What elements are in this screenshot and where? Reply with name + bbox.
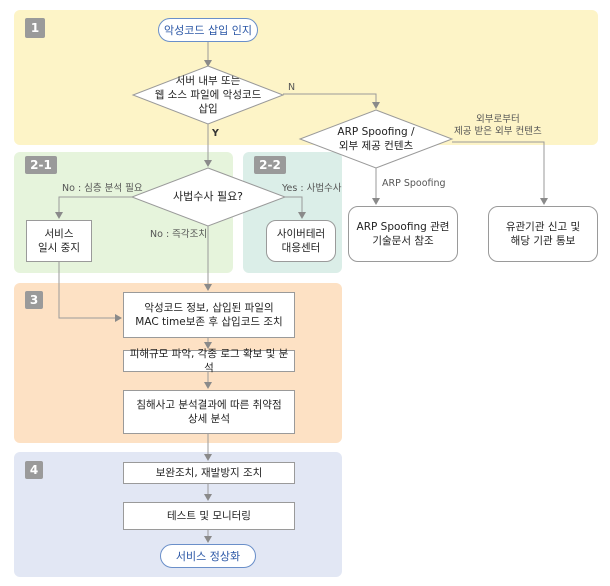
- decision-server-diamond: [131, 65, 285, 125]
- edge-label-no-immediate: No : 즉각조치: [150, 229, 208, 240]
- decision-arp-diamond: [298, 109, 454, 169]
- edge-label-n: N: [288, 82, 296, 93]
- end-node-label: 서비스 정상화: [175, 550, 241, 563]
- edge-label-external: 외부로부터 제공 받은 외부 컨텐츠: [454, 114, 542, 138]
- decision-investigation-text: 사법수사 필요?: [148, 188, 268, 206]
- phase-3-tag: 3: [25, 291, 43, 309]
- service-stop-line-1: 서비스: [44, 228, 74, 240]
- phase-2-1-tag: 2-1: [25, 156, 57, 174]
- report-agency-line-1: 유관기관 신고 및: [505, 221, 581, 233]
- report-agency-box: 유관기관 신고 및 해당 기관 통보: [488, 206, 598, 262]
- edge-label-external-line-2: 제공 받은 외부 컨텐츠: [454, 126, 542, 137]
- decision-investigation-diamond: [130, 167, 287, 227]
- decision-server-line-3: 삽입: [198, 103, 218, 115]
- step-test-label: 테스트 및 모니터링: [167, 510, 251, 522]
- cyber-center-box: 사이버테러 대응센터: [266, 220, 336, 262]
- arp-docs-line-1: ARP Spoofing 관련: [356, 221, 450, 233]
- decision-server-line-1: 서버 내부 또는: [175, 75, 241, 87]
- arp-docs-line-2: 기술문서 참조: [372, 235, 434, 247]
- start-node: 악성코드 삽입 인지: [158, 18, 258, 42]
- edge-label-arp: ARP Spoofing: [382, 178, 446, 189]
- service-stop-line-2: 일시 중지: [38, 242, 80, 254]
- edge-label-y: Y: [212, 128, 219, 139]
- arp-docs-box: ARP Spoofing 관련 기술문서 참조: [348, 206, 458, 262]
- step-test-box: 테스트 및 모니터링: [123, 502, 295, 530]
- step-malcode-box: 악성코드 정보, 삽입된 파일의 MAC time보존 후 삽입코드 조치: [123, 292, 295, 338]
- step-analysis-box: 침해사고 분석결과에 따른 취약점 상세 분석: [123, 390, 295, 434]
- report-agency-line-2: 해당 기관 통보: [510, 235, 576, 247]
- step-malcode-line-2: MAC time보존 후 삽입코드 조치: [135, 316, 283, 328]
- step-security-box: 보완조치, 재발방지 조치: [123, 462, 295, 484]
- step-security-label: 보완조치, 재발방지 조치: [155, 467, 263, 479]
- start-node-label: 악성코드 삽입 인지: [164, 24, 252, 37]
- decision-server-line-2: 웹 소스 파일에 악성코드: [154, 89, 262, 101]
- step-malcode-line-1: 악성코드 정보, 삽입된 파일의: [144, 302, 274, 314]
- decision-arp-line-2: 외부 제공 컨텐츠: [338, 140, 414, 152]
- phase-1-panel: [14, 10, 598, 145]
- step-damage-label: 피해규모 파악, 각종 로그 확보 및 분석: [129, 348, 289, 374]
- decision-arp-text: ARP Spoofing / 외부 제공 컨텐츠: [310, 122, 442, 156]
- edge-label-no-deep: No : 심층 분석 필요: [62, 183, 143, 194]
- decision-arp-line-1: ARP Spoofing /: [337, 126, 415, 138]
- edge-label-yes-investigation: Yes : 사법수사: [282, 183, 342, 194]
- cyber-center-line-2: 대응센터: [281, 242, 321, 254]
- end-node: 서비스 정상화: [160, 544, 256, 568]
- decision-investigation-label: 사법수사 필요?: [172, 190, 244, 203]
- step-analysis-line-1: 침해사고 분석결과에 따른 취약점: [136, 399, 282, 411]
- phase-1-tag: 1: [25, 18, 45, 38]
- step-analysis-line-2: 상세 분석: [188, 413, 230, 425]
- phase-4-tag: 4: [25, 461, 43, 479]
- cyber-center-line-1: 사이버테러: [276, 228, 326, 240]
- edge-label-external-line-1: 외부로부터: [476, 114, 520, 125]
- step-damage-box: 피해규모 파악, 각종 로그 확보 및 분석: [123, 348, 295, 374]
- service-stop-box: 서비스 일시 중지: [26, 220, 92, 262]
- decision-server-text: 서버 내부 또는 웹 소스 파일에 악성코드 삽입: [140, 72, 276, 118]
- phase-2-2-tag: 2-2: [254, 156, 286, 174]
